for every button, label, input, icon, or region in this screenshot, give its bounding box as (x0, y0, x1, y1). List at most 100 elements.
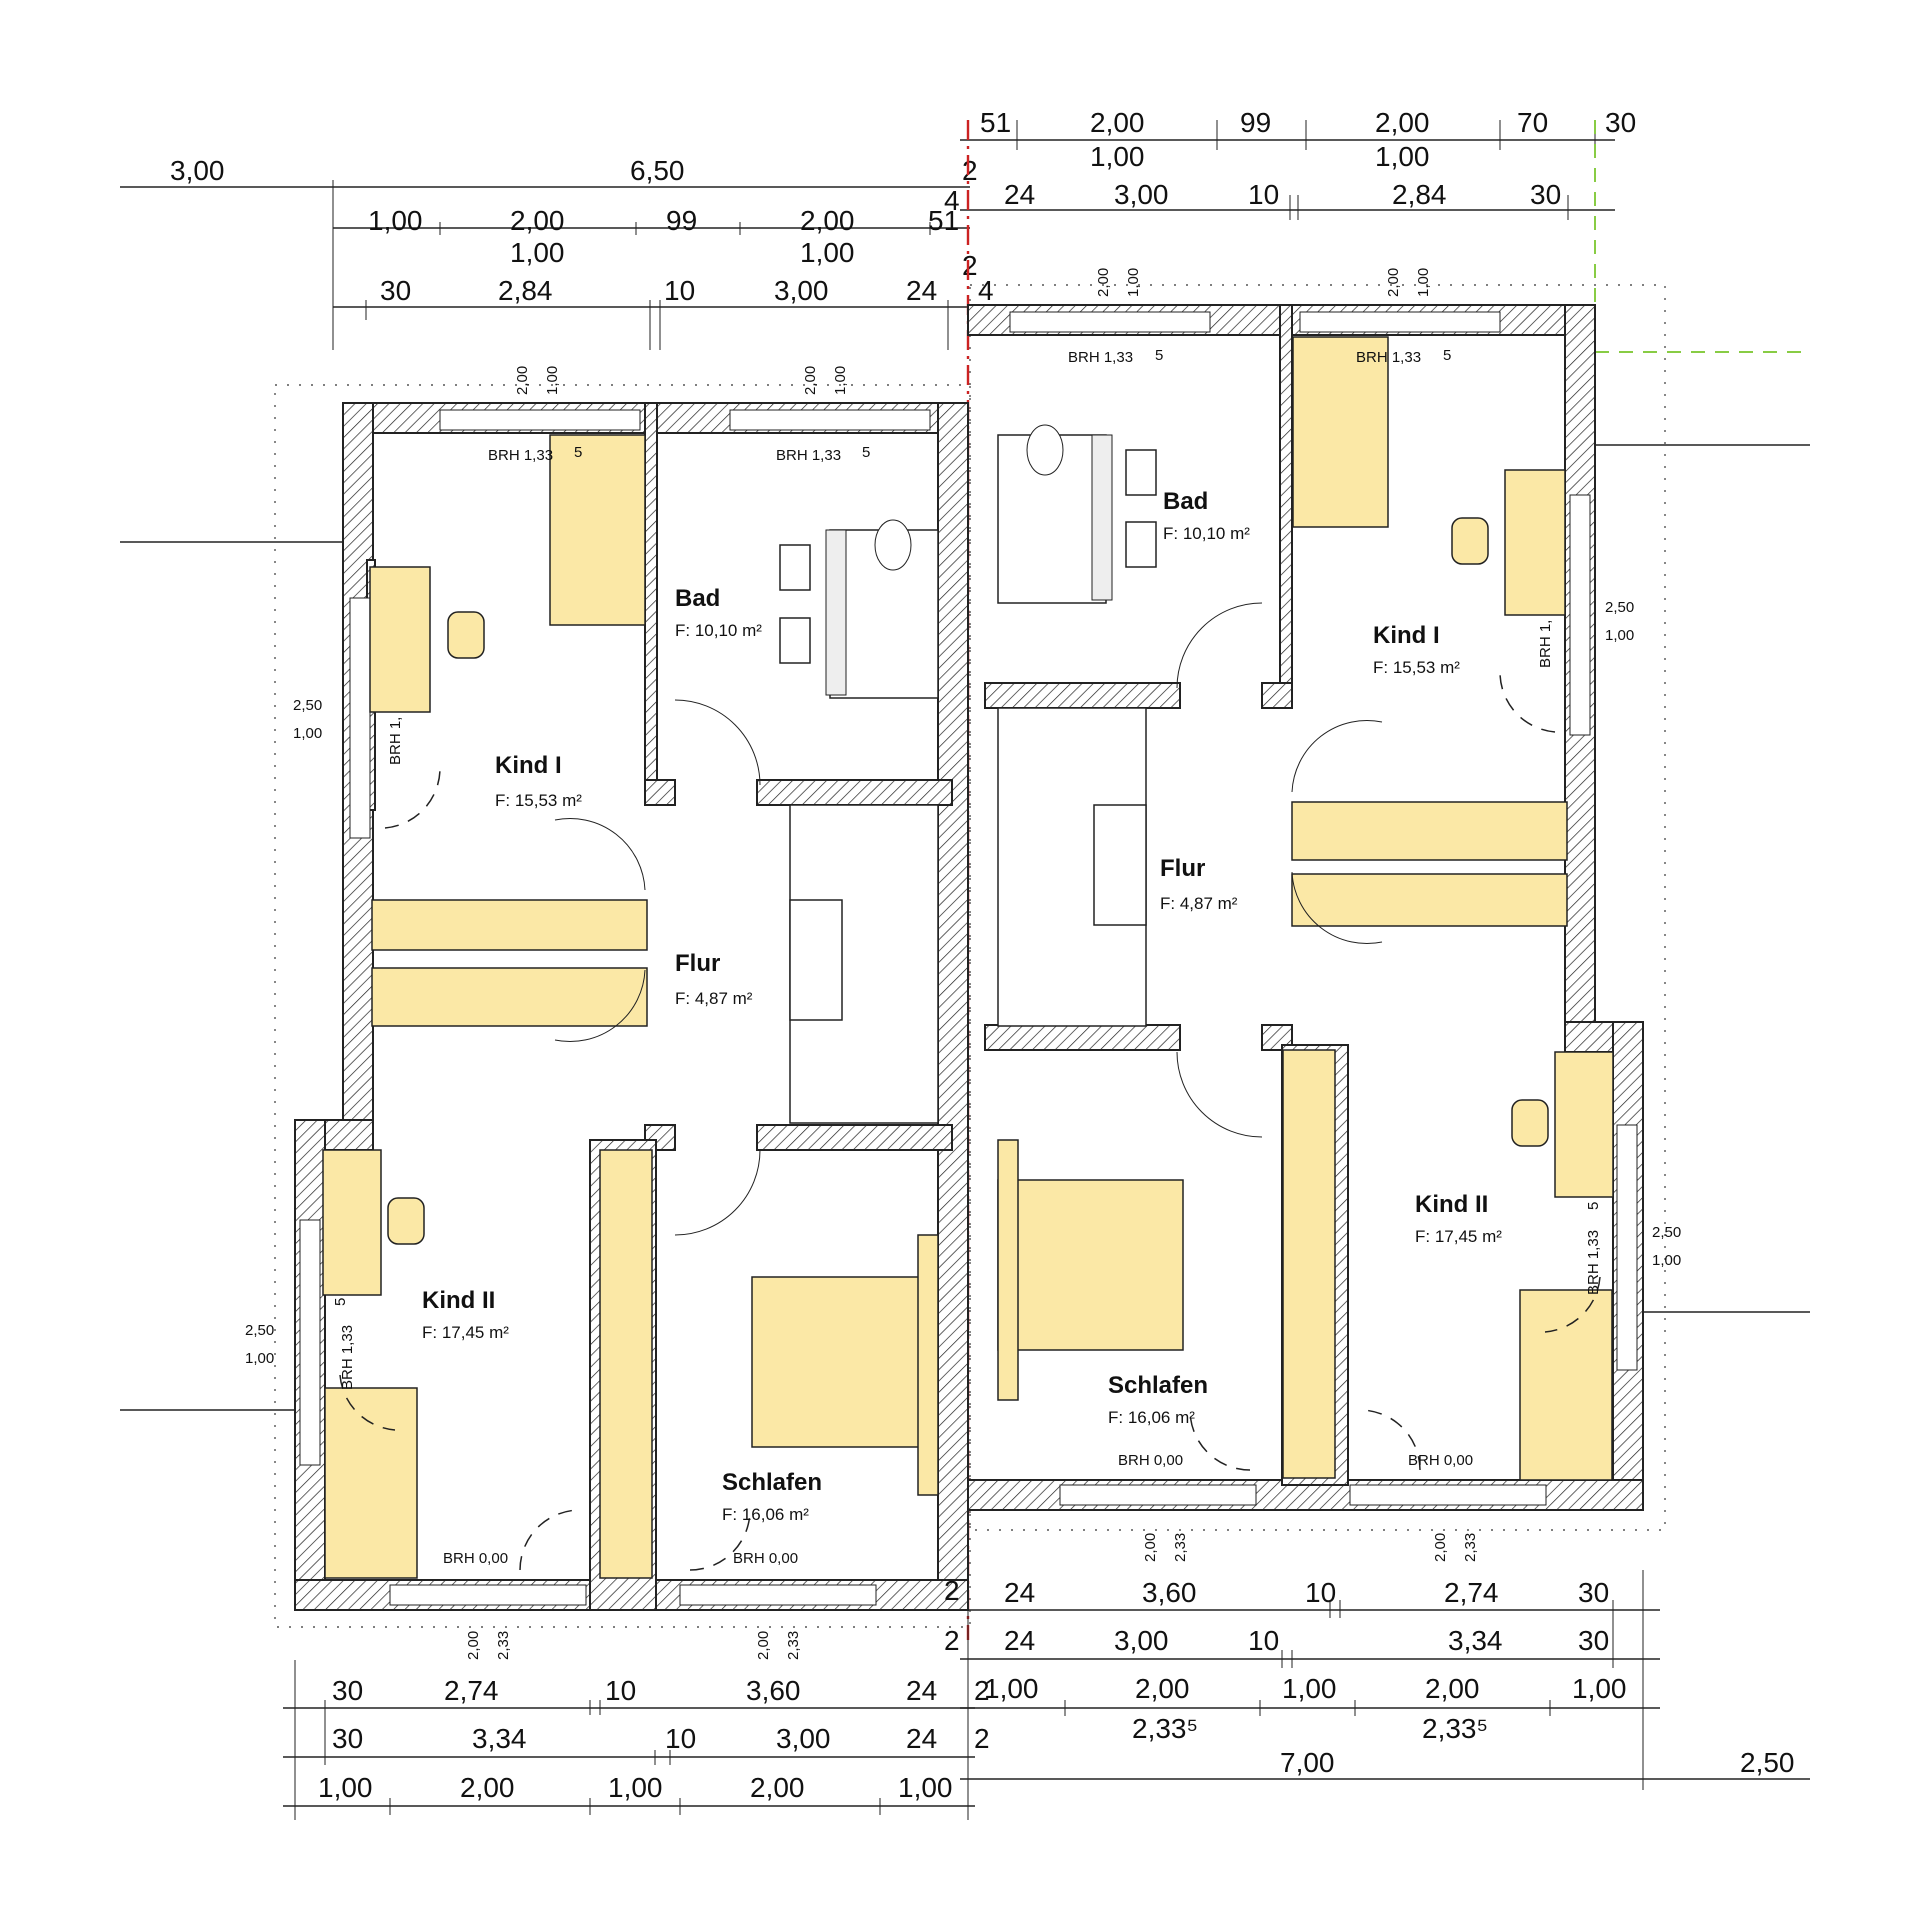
dim-small: 2,50 (1605, 599, 1634, 616)
plot-boundary-left (274, 384, 971, 1628)
dim-small: 2,00 (802, 366, 819, 395)
brh-label: BRH 1,33 (488, 447, 553, 464)
room-area: F: 16,06 m² (1108, 1408, 1195, 1427)
dim-text: 2,00 (1135, 1673, 1190, 1704)
dim-text: 10 (664, 275, 695, 306)
dim-text: 2,33⁵ (1422, 1713, 1488, 1744)
dim-small: 1,00 (1605, 627, 1634, 644)
dim-text: 24 (1004, 1625, 1035, 1656)
dim-text: 2,33⁵ (1132, 1713, 1198, 1744)
left-unit-furniture (322, 434, 939, 1579)
dim-small: 2,33 (495, 1631, 512, 1660)
dim-text: 3,60 (1142, 1577, 1197, 1608)
room-area: F: 4,87 m² (675, 989, 753, 1008)
dim-text: 3,00 (774, 275, 829, 306)
dim-text: 10 (1248, 1625, 1279, 1656)
brh-label: BRH 0,00 (733, 1550, 798, 1567)
dim-text: 99 (1240, 107, 1271, 138)
dim-text: 10 (1248, 179, 1279, 210)
dim-text: 2,50 (1740, 1747, 1795, 1778)
brh-label: BRH 1, (387, 717, 404, 765)
dim-text: 2,74 (444, 1675, 499, 1706)
dim-text: 1,00 (1282, 1673, 1337, 1704)
room-name: Kind II (422, 1287, 495, 1314)
room-area: F: 15,53 m² (1373, 658, 1460, 677)
room-area: F: 17,45 m² (1415, 1227, 1502, 1246)
dim-small: 1,00 (1652, 1252, 1681, 1269)
dim-small: 2,00 (755, 1631, 772, 1660)
room-name: Flur (1160, 855, 1205, 882)
room-area: F: 16,06 m² (722, 1505, 809, 1524)
dim-text: 2 (962, 155, 978, 186)
dim-text: 1,00 (984, 1673, 1039, 1704)
room-name: Bad (1163, 488, 1208, 515)
left-unit-doors (339, 699, 761, 1571)
dim-text: 3,34 (1448, 1625, 1503, 1656)
dim-text: 7,00 (1280, 1747, 1335, 1778)
dim-text: 24 (1004, 179, 1035, 210)
dim-small: 2,50 (1652, 1224, 1681, 1241)
dim-small: 2,50 (293, 697, 322, 714)
dim-text: 30 (1578, 1625, 1609, 1656)
dim-text: 2,00 (750, 1772, 805, 1803)
left-bottom-dimensions (283, 1580, 975, 1820)
dim-text: 2,00 (1090, 107, 1145, 138)
right-unit-doors (1176, 602, 1601, 1471)
dim-small: 2,33 (1462, 1533, 1479, 1562)
dim-text: 30 (1530, 179, 1561, 210)
dim-text: 2,00 (460, 1772, 515, 1803)
dim-text: 2,84 (1392, 179, 1447, 210)
dim-text: 2 (944, 1575, 960, 1606)
dim-text: 2,00 (1425, 1673, 1480, 1704)
dim-text: 24 (906, 275, 937, 306)
dim-text: 70 (1517, 107, 1548, 138)
room-area: F: 4,87 m² (1160, 894, 1238, 913)
dim-text: 10 (605, 1675, 636, 1706)
dim-text: 4 (978, 275, 994, 306)
room-name: Schlafen (1108, 1372, 1208, 1399)
dim-small: 2,00 (1432, 1533, 1449, 1562)
dim-small: 2,33 (785, 1631, 802, 1660)
dim-text: 3,00 (776, 1723, 831, 1754)
dim-text: 3,00 (1114, 179, 1169, 210)
dim-text: 1,00 (608, 1772, 663, 1803)
dim-text: 3,60 (746, 1675, 801, 1706)
dim-small: 1,00 (1125, 268, 1142, 297)
brh-label: BRH 1,33 (1068, 349, 1133, 366)
room-area: F: 10,10 m² (675, 621, 762, 640)
dim-text: 1,00 (318, 1772, 373, 1803)
room-area: F: 17,45 m² (422, 1323, 509, 1342)
dim-text: 30 (1578, 1577, 1609, 1608)
dim-text: 2 (974, 1723, 990, 1754)
brh-label: BRH 1,33 (1585, 1230, 1602, 1295)
dim-text: 2,00 (510, 205, 565, 236)
dim-text: 2,00 (800, 205, 855, 236)
brh-label: BRH 1,33 (1356, 349, 1421, 366)
dim-text: 24 (1004, 1577, 1035, 1608)
dim-text: 2 (944, 1625, 960, 1656)
dim-text: 2,00 (1375, 107, 1430, 138)
dim-text: 10 (665, 1723, 696, 1754)
brh-label: BRH 0,00 (1408, 1452, 1473, 1469)
dim-text: 1,00 (800, 237, 855, 268)
brh-label: BRH 0,00 (443, 1550, 508, 1567)
dim-text: 1,00 (1375, 141, 1430, 172)
dim-text: 1,00 (510, 237, 565, 268)
dim-text: 30 (332, 1723, 363, 1754)
dim-small: 5 (1443, 347, 1451, 364)
room-name: Kind I (495, 752, 562, 779)
room-name: Bad (675, 585, 720, 612)
dim-small: 2,00 (514, 366, 531, 395)
dim-small: 2,00 (1095, 268, 1112, 297)
brh-label: BRH 1, (1537, 620, 1554, 668)
dim-small: 5 (1585, 1202, 1602, 1210)
right-bottom-dimensions (960, 1570, 1810, 1790)
dim-small: 2,33 (1172, 1533, 1189, 1562)
room-area: F: 15,53 m² (495, 791, 582, 810)
dim-text: 30 (380, 275, 411, 306)
dim-small: 1,00 (293, 725, 322, 742)
room-name: Flur (675, 950, 720, 977)
room-name: Kind I (1373, 622, 1440, 649)
dim-small: 2,50 (245, 1322, 274, 1339)
